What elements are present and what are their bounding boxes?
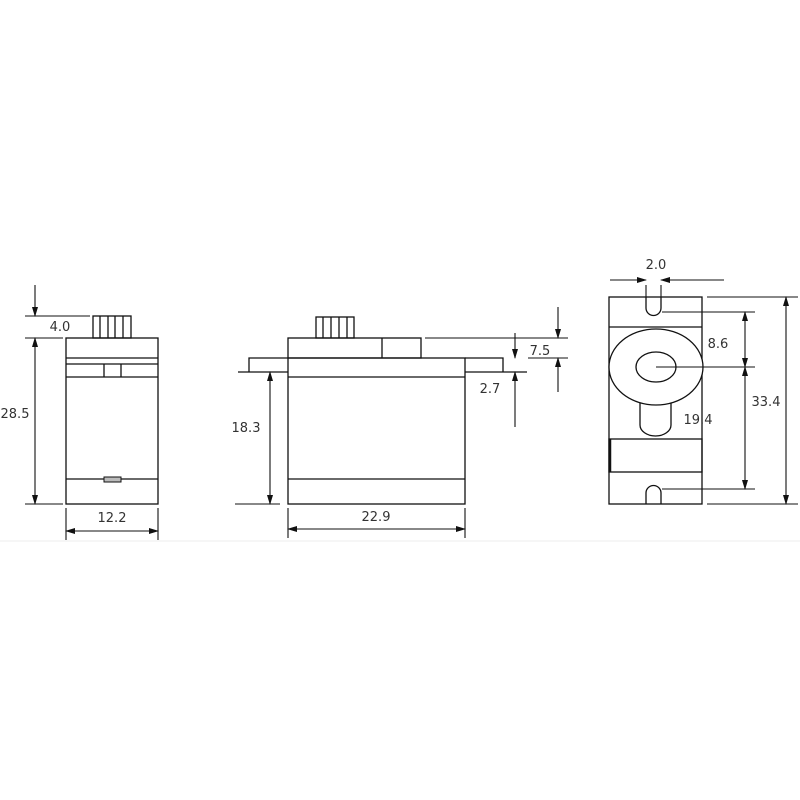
label-mount-height: 18.3 [232, 421, 261, 436]
bottom-mount-slot [645, 484, 662, 504]
side-connector [103, 476, 122, 483]
dimension-hole-to-shaft: 8.6 [656, 311, 755, 490]
label-length: 22.9 [362, 510, 391, 525]
label-hole-to-shaft: 8.6 [708, 337, 729, 352]
output-slot [639, 403, 672, 437]
label-overall-length: 33.4 [752, 395, 781, 410]
label-side-width: 12.2 [98, 511, 127, 526]
dimension-overall-length: 33.4 [707, 296, 798, 505]
front-body [287, 357, 466, 505]
dimension-side-width: 12.2 [65, 508, 159, 540]
side-view: 4.0 28.5 12.2 [1, 285, 159, 540]
front-top-section [287, 337, 422, 359]
top-mount-slot [645, 297, 662, 317]
dimension-body-height: 28.5 [1, 337, 63, 505]
label-shaft-to-hole: 19.4 [684, 413, 713, 428]
dimension-top-height: 7.5 [425, 307, 568, 392]
dimension-mount-height: 18.3 [232, 371, 280, 505]
dimension-shaft-to-hole: 19.4 [684, 366, 748, 490]
side-gear [92, 315, 132, 339]
top-body [608, 296, 703, 505]
front-gear [315, 316, 355, 339]
label-body-height: 28.5 [1, 407, 30, 422]
dimension-flange-thickness: 2.7 [480, 333, 518, 427]
label-gear-height: 4.0 [50, 320, 71, 335]
label-flange-thickness: 2.7 [480, 382, 501, 397]
front-view: 18.3 22.9 7.5 2.7 [232, 307, 568, 538]
right-flange [465, 357, 504, 372]
top-label-area [608, 438, 703, 473]
dimension-slot-width: 2.0 [610, 258, 724, 297]
label-top-height: 7.5 [530, 344, 551, 359]
left-flange [248, 357, 288, 372]
label-slot-width: 2.0 [646, 258, 667, 273]
dimension-length: 22.9 [287, 508, 466, 538]
top-view: 2.0 8.6 19.4 33.4 [608, 258, 798, 505]
dimension-gear-height: 4.0 [25, 285, 90, 339]
